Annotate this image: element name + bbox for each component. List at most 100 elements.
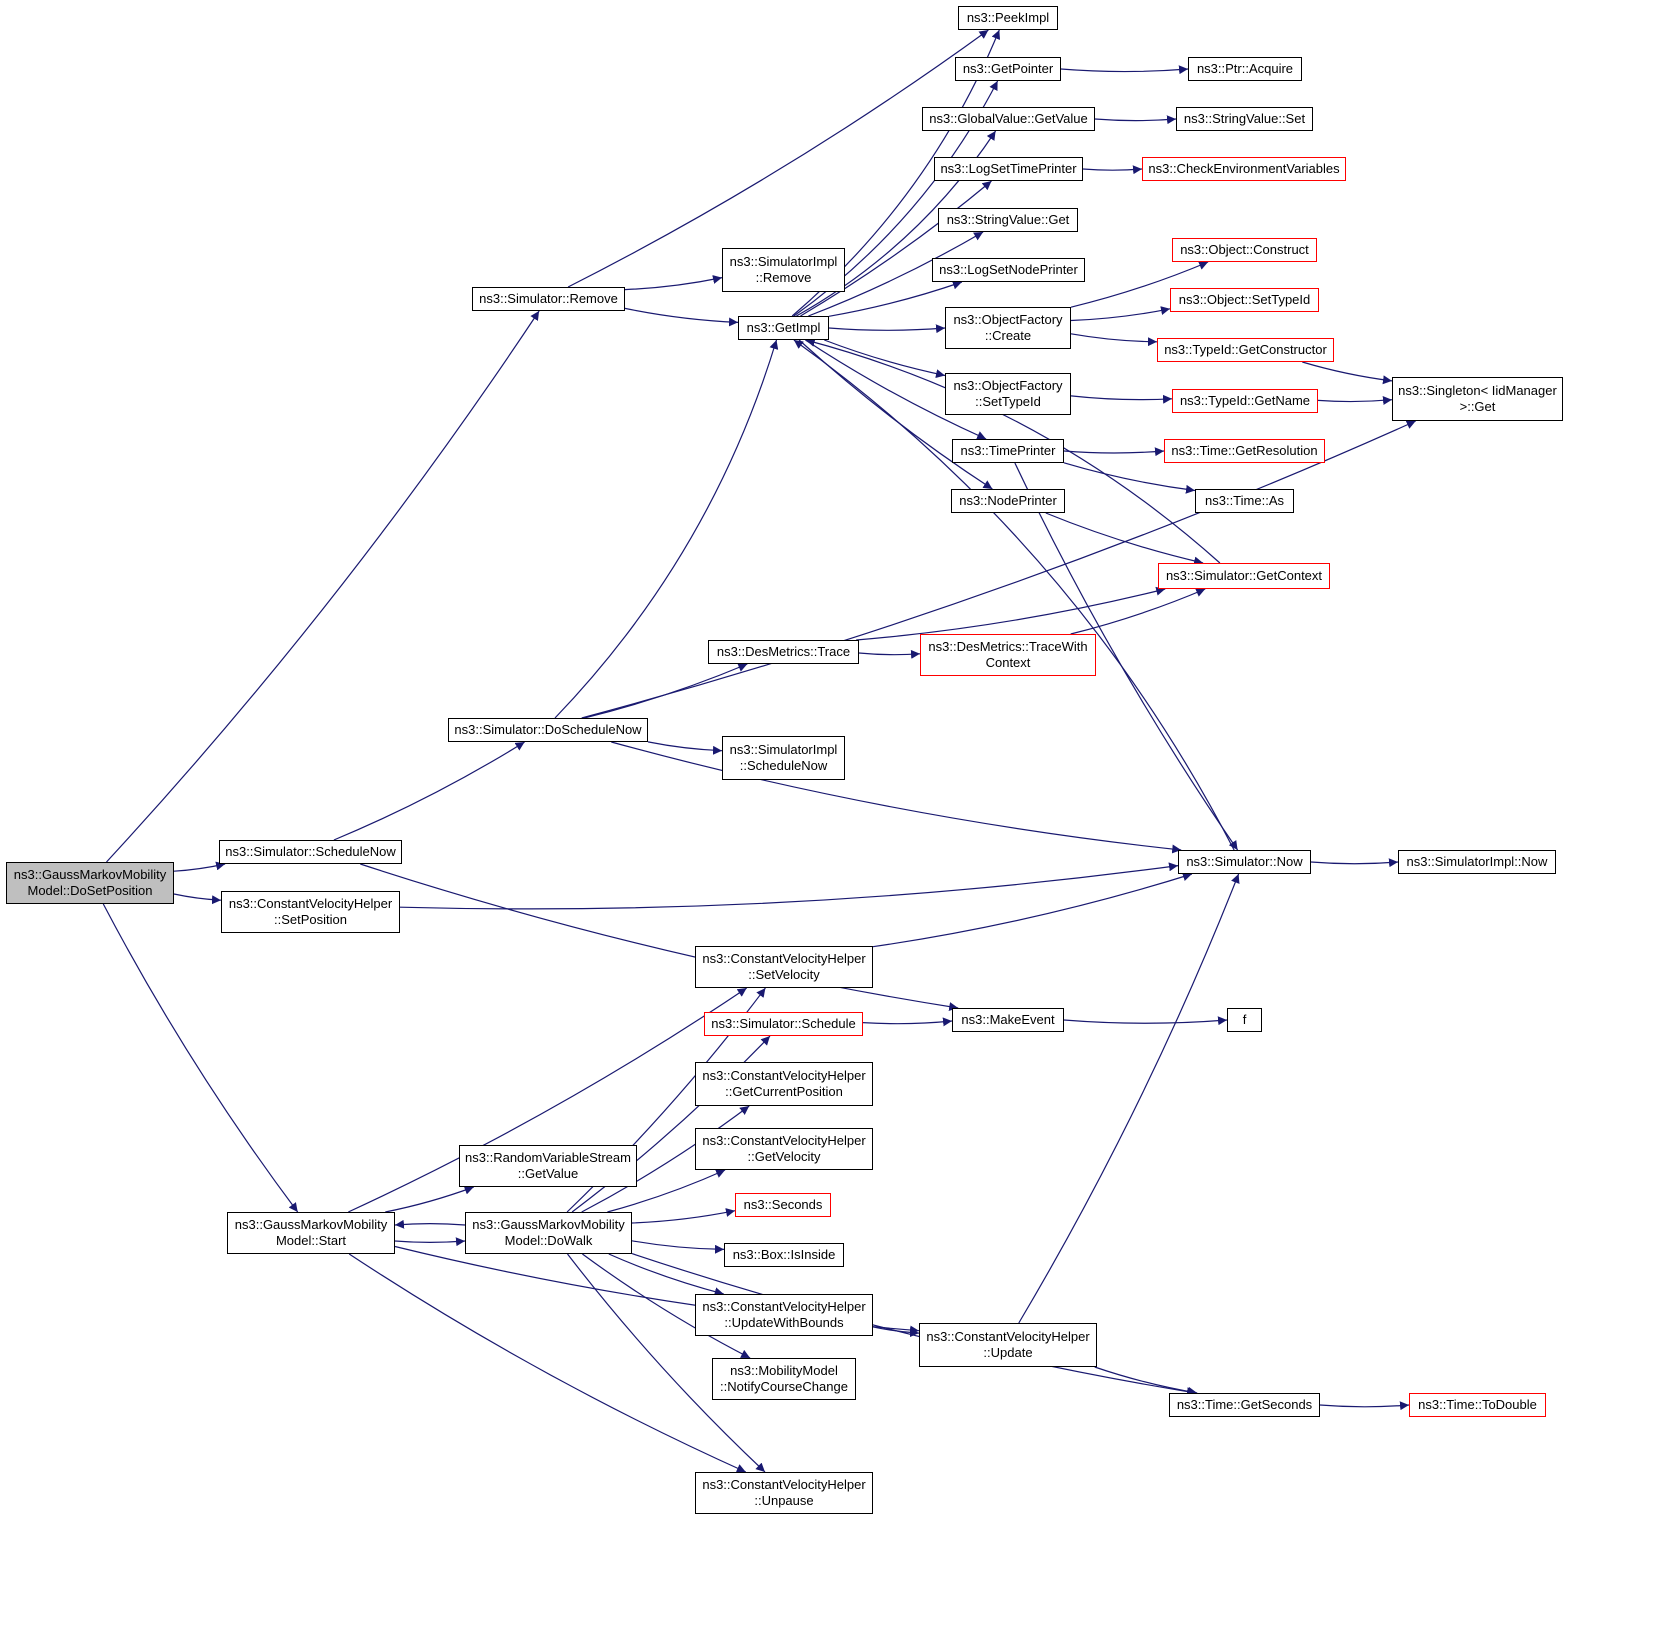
edge-logSetTimePrinter-to-checkEnv bbox=[1082, 165, 1143, 175]
node-cvhSetVelocity[interactable]: ns3::ConstantVelocityHelper::SetVelocity bbox=[695, 946, 873, 988]
node-label-line: ::SetTypeId bbox=[975, 394, 1041, 409]
node-label-line: ::UpdateWithBounds bbox=[724, 1315, 844, 1330]
node-timePrinter[interactable]: ns3::TimePrinter bbox=[952, 439, 1064, 463]
node-label-line: >::Get bbox=[1459, 399, 1496, 414]
edge-gmDoWalk-to-gmStart bbox=[394, 1219, 466, 1229]
node-logSetNodePrinter[interactable]: ns3::LogSetNodePrinter bbox=[932, 258, 1085, 282]
node-simGetContext[interactable]: ns3::Simulator::GetContext bbox=[1158, 563, 1330, 589]
edge-gmStart-to-gmDoWalk bbox=[394, 1237, 466, 1247]
node-label-line: ns3::TypeId::GetConstructor bbox=[1164, 342, 1327, 357]
node-seconds[interactable]: ns3::Seconds bbox=[735, 1193, 831, 1217]
node-cvhGetCurrentPosition[interactable]: ns3::ConstantVelocityHelper::GetCurrentP… bbox=[695, 1062, 873, 1106]
node-simImplRemove[interactable]: ns3::SimulatorImpl::Remove bbox=[722, 248, 845, 292]
edge-simSchedule-to-makeEvent bbox=[862, 1017, 953, 1027]
node-ofCreate[interactable]: ns3::ObjectFactory::Create bbox=[945, 307, 1071, 349]
edge-gmDoWalk-to-cvhGetCurrentPosition bbox=[581, 1105, 750, 1213]
node-label-line: ::SetPosition bbox=[274, 912, 347, 927]
node-label-line: ns3::Simulator::Remove bbox=[479, 291, 618, 306]
edge-getImpl-to-ofCreate bbox=[828, 324, 946, 334]
node-label-line: ns3::Simulator::DoScheduleNow bbox=[454, 722, 642, 737]
node-rvsGetValue[interactable]: ns3::RandomVariableStream::GetValue bbox=[459, 1145, 637, 1187]
node-simImplScheduleNow[interactable]: ns3::SimulatorImpl::ScheduleNow bbox=[722, 736, 845, 780]
node-cvhUpdateWithBounds[interactable]: ns3::ConstantVelocityHelper::UpdateWithB… bbox=[695, 1294, 873, 1336]
node-cvhGetVelocity[interactable]: ns3::ConstantVelocityHelper::GetVelocity bbox=[695, 1128, 873, 1170]
node-objSetTypeId[interactable]: ns3::Object::SetTypeId bbox=[1170, 288, 1319, 312]
node-label-line: ns3::PeekImpl bbox=[966, 10, 1050, 25]
node-cvhSetPosition[interactable]: ns3::ConstantVelocityHelper::SetPosition bbox=[221, 891, 400, 933]
node-label-line: ::Create bbox=[984, 328, 1032, 343]
node-timeGetResolution[interactable]: ns3::Time::GetResolution bbox=[1164, 439, 1325, 463]
node-label-line: ::GetValue bbox=[517, 1166, 579, 1181]
node-gvGetValue[interactable]: ns3::GlobalValue::GetValue bbox=[922, 107, 1095, 131]
edge-tidGetName-to-singletonGet bbox=[1317, 396, 1393, 405]
node-f[interactable]: f bbox=[1227, 1008, 1262, 1032]
node-simNow[interactable]: ns3::Simulator::Now bbox=[1178, 850, 1311, 874]
node-mmNotify[interactable]: ns3::MobilityModel::NotifyCourseChange bbox=[712, 1358, 856, 1400]
node-cvhUnpause[interactable]: ns3::ConstantVelocityHelper::Unpause bbox=[695, 1472, 873, 1514]
node-label-line: ns3::GaussMarkovMobility bbox=[472, 1217, 625, 1232]
node-peekImpl[interactable]: ns3::PeekImpl bbox=[958, 6, 1058, 30]
node-tidGetConstructor[interactable]: ns3::TypeId::GetConstructor bbox=[1157, 338, 1334, 362]
edge-doSetPosition-to-gmStart bbox=[102, 903, 299, 1213]
edge-simDoScheduleNow-to-simNow bbox=[611, 741, 1182, 854]
node-cvhUpdate[interactable]: ns3::ConstantVelocityHelper::Update bbox=[919, 1323, 1097, 1367]
node-simScheduleNow[interactable]: ns3::Simulator::ScheduleNow bbox=[219, 840, 402, 864]
edge-desTraceWithContext-to-simGetContext bbox=[1070, 588, 1206, 635]
node-boxIsInside[interactable]: ns3::Box::IsInside bbox=[724, 1243, 844, 1267]
node-svSet[interactable]: ns3::StringValue::Set bbox=[1176, 107, 1313, 131]
node-label-line: ns3::Box::IsInside bbox=[732, 1247, 836, 1262]
node-simImplNow[interactable]: ns3::SimulatorImpl::Now bbox=[1398, 850, 1556, 874]
node-getPointer[interactable]: ns3::GetPointer bbox=[955, 57, 1061, 81]
node-label-line: ::Unpause bbox=[754, 1493, 814, 1508]
node-label-line: ns3::ConstantVelocityHelper bbox=[702, 1299, 866, 1314]
node-label-line: ns3::LogSetTimePrinter bbox=[940, 161, 1077, 176]
edge-desTrace-to-simGetContext bbox=[856, 586, 1166, 641]
node-label-line: ns3::StringValue::Get bbox=[946, 212, 1070, 227]
node-label-line: ns3::DesMetrics::TraceWith bbox=[928, 639, 1088, 654]
node-label-line: Model::DoWalk bbox=[504, 1233, 593, 1248]
node-desTrace[interactable]: ns3::DesMetrics::Trace bbox=[708, 640, 859, 664]
edge-simNow-to-getImpl bbox=[793, 339, 1235, 851]
node-label-line: ns3::LogSetNodePrinter bbox=[939, 262, 1078, 277]
edge-doSetPosition-to-cvhSetPosition bbox=[173, 893, 222, 905]
node-ptrAcquire[interactable]: ns3::Ptr::Acquire bbox=[1188, 57, 1302, 81]
node-label-line: ns3::GlobalValue::GetValue bbox=[929, 111, 1088, 126]
node-label-line: ns3::ConstantVelocityHelper bbox=[926, 1329, 1090, 1344]
edge-simScheduleNow-to-simDoScheduleNow bbox=[333, 741, 525, 841]
node-label-line: ns3::Object::SetTypeId bbox=[1178, 292, 1311, 307]
node-checkEnv[interactable]: ns3::CheckEnvironmentVariables bbox=[1142, 157, 1346, 181]
node-nodePrinter[interactable]: ns3::NodePrinter bbox=[951, 489, 1065, 513]
edge-gmStart-to-rvsGetValue bbox=[385, 1185, 474, 1213]
node-timeGetSeconds[interactable]: ns3::Time::GetSeconds bbox=[1169, 1393, 1320, 1417]
node-simSchedule[interactable]: ns3::Simulator::Schedule bbox=[704, 1012, 863, 1036]
node-ofSetTypeId[interactable]: ns3::ObjectFactory::SetTypeId bbox=[945, 373, 1071, 415]
node-label-line: ns3::MakeEvent bbox=[961, 1012, 1055, 1027]
node-label-line: Model::DoSetPosition bbox=[27, 883, 153, 898]
node-label-line: ns3::Simulator::Now bbox=[1186, 854, 1303, 869]
node-label-line: ns3::GetPointer bbox=[962, 61, 1054, 76]
edge-cvhSetPosition-to-simNow bbox=[399, 862, 1179, 910]
node-objConstruct[interactable]: ns3::Object::Construct bbox=[1172, 238, 1317, 262]
node-tidGetName[interactable]: ns3::TypeId::GetName bbox=[1172, 389, 1318, 413]
node-makeEvent[interactable]: ns3::MakeEvent bbox=[952, 1008, 1064, 1032]
node-label-line: ns3::SimulatorImpl bbox=[729, 254, 838, 269]
node-getImpl[interactable]: ns3::GetImpl bbox=[738, 316, 829, 340]
node-timeAs[interactable]: ns3::Time::As bbox=[1195, 489, 1294, 513]
edge-gvGetValue-to-svSet bbox=[1094, 115, 1177, 125]
node-simRemove[interactable]: ns3::Simulator::Remove bbox=[472, 287, 625, 311]
node-singletonGet[interactable]: ns3::Singleton< IidManager>::Get bbox=[1392, 377, 1563, 421]
node-label-line: ns3::TypeId::GetName bbox=[1179, 393, 1311, 408]
edge-timePrinter-to-timeAs bbox=[1063, 462, 1196, 494]
node-timeToDouble[interactable]: ns3::Time::ToDouble bbox=[1409, 1393, 1546, 1417]
edge-gmDoWalk-to-simSchedule bbox=[571, 1035, 771, 1213]
node-logSetTimePrinter[interactable]: ns3::LogSetTimePrinter bbox=[934, 157, 1083, 181]
node-simDoScheduleNow[interactable]: ns3::Simulator::DoScheduleNow bbox=[448, 718, 648, 742]
edge-getImpl-to-logSetNodePrinter bbox=[828, 280, 963, 317]
node-svGet[interactable]: ns3::StringValue::Get bbox=[938, 208, 1078, 232]
edge-makeEvent-to-f bbox=[1063, 1016, 1228, 1026]
